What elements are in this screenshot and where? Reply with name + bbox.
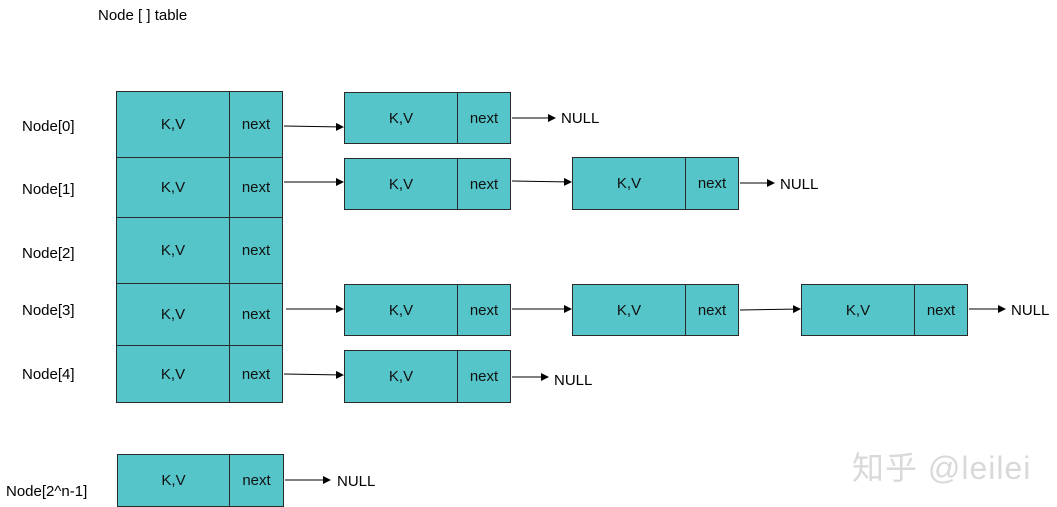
table-kv-last: K,V bbox=[117, 454, 230, 507]
table-next-2: next bbox=[229, 217, 283, 284]
table-kv-0: K,V bbox=[116, 91, 230, 158]
table-next-0: next bbox=[229, 91, 283, 158]
null-row-0: NULL bbox=[561, 110, 600, 127]
table-next-last: next bbox=[229, 454, 284, 507]
chain1-node2-next: next bbox=[685, 157, 739, 210]
table-next-3: next bbox=[229, 283, 283, 346]
arrow-row3-c bbox=[739, 305, 801, 314]
row-label-node-4: Node[4] bbox=[22, 366, 75, 383]
table-kv-3: K,V bbox=[116, 283, 230, 346]
arrow-row1-b bbox=[511, 177, 572, 186]
chain4-node1-kv: K,V bbox=[344, 350, 458, 403]
chain0-node1-next: next bbox=[457, 92, 511, 144]
table-kv-2: K,V bbox=[116, 217, 230, 284]
chain3-node2-next: next bbox=[685, 284, 739, 336]
chain4-node1-next: next bbox=[457, 350, 511, 403]
arrow-row0-a bbox=[283, 122, 344, 131]
null-row-last: NULL bbox=[337, 473, 376, 490]
row-label-node-2: Node[2] bbox=[22, 245, 75, 262]
row-label-node-last: Node[2^n-1] bbox=[6, 483, 88, 500]
chain0-node1-kv: K,V bbox=[344, 92, 458, 144]
chain3-node3-next: next bbox=[914, 284, 968, 336]
null-row-4: NULL bbox=[554, 372, 593, 389]
table-kv-1: K,V bbox=[116, 157, 230, 218]
chain1-node1-next: next bbox=[457, 158, 511, 210]
chain1-node2-kv: K,V bbox=[572, 157, 686, 210]
zhihu-watermark: 知乎 @leilei bbox=[852, 450, 1032, 486]
row-label-node-1: Node[1] bbox=[22, 181, 75, 198]
arrow-row4-a bbox=[283, 370, 344, 379]
chain3-node2-kv: K,V bbox=[572, 284, 686, 336]
table-kv-4: K,V bbox=[116, 345, 230, 403]
diagram-title: Node [ ] table bbox=[98, 7, 188, 24]
table-next-4: next bbox=[229, 345, 283, 403]
chain3-node1-next: next bbox=[457, 284, 511, 336]
null-row-3: NULL bbox=[1011, 302, 1050, 319]
chain1-node1-kv: K,V bbox=[344, 158, 458, 210]
row-label-node-3: Node[3] bbox=[22, 302, 75, 319]
row-label-node-0: Node[0] bbox=[22, 118, 75, 135]
null-row-1: NULL bbox=[780, 176, 819, 193]
